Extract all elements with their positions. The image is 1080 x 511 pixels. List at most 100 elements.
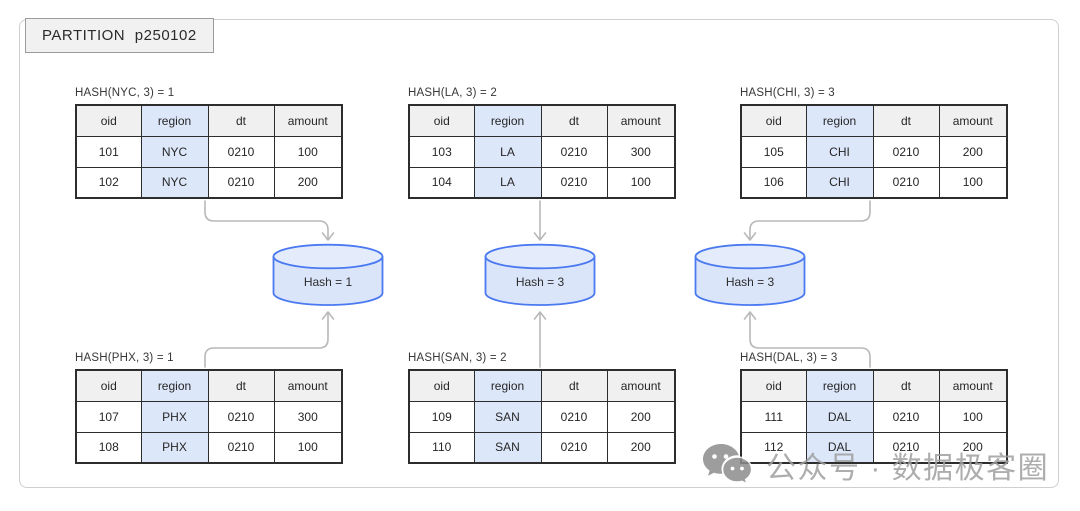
- table-cell-region: CHI: [805, 135, 874, 168]
- column-header-dt: dt: [207, 369, 275, 402]
- table-cell-dt: 0210: [540, 166, 608, 199]
- table-cell-region: NYC: [140, 166, 209, 199]
- table-cell-region: CHI: [805, 166, 874, 199]
- table-cell-dt: 0210: [540, 431, 608, 464]
- table-cell-amount: 100: [938, 166, 1008, 199]
- table-cell-oid: 111: [740, 400, 807, 433]
- table-cell-region: PHX: [140, 400, 209, 433]
- table-caption: HASH(NYC, 3) = 1: [75, 87, 175, 99]
- table-cell-region: NYC: [140, 135, 209, 168]
- table-cell-amount: 200: [273, 166, 343, 199]
- table-cell-oid: 104: [408, 166, 475, 199]
- bucket-label: Hash = 1: [303, 275, 353, 289]
- column-header-oid: oid: [740, 369, 807, 402]
- column-header-dt: dt: [540, 104, 608, 137]
- column-header-region: region: [805, 104, 874, 137]
- table-cell-amount: 200: [606, 400, 676, 433]
- column-header-amount: amount: [938, 104, 1008, 137]
- table-cell-amount: 200: [606, 431, 676, 464]
- table-cell-dt: 0210: [207, 166, 275, 199]
- table-cell-dt: 0210: [540, 400, 608, 433]
- column-header-amount: amount: [273, 369, 343, 402]
- table-cell-dt: 0210: [207, 135, 275, 168]
- wechat-icon: [703, 444, 753, 486]
- table-caption: HASH(PHX, 3) = 1: [75, 352, 174, 364]
- table-cell-region: PHX: [140, 431, 209, 464]
- table-cell-amount: 300: [273, 400, 343, 433]
- table-cell-region: SAN: [473, 400, 542, 433]
- table-cell-amount: 100: [273, 431, 343, 464]
- table-cell-region: DAL: [805, 431, 874, 464]
- watermark: 公众号 · 数据极客圈: [701, 442, 1049, 488]
- database-cylinder-icon: [272, 243, 384, 306]
- table-caption: HASH(DAL, 3) = 3: [740, 352, 838, 364]
- bucket-label: Hash = 3: [515, 275, 565, 289]
- column-header-amount: amount: [273, 104, 343, 137]
- table-cell-region: LA: [473, 135, 542, 168]
- table-cell-amount: 100: [273, 135, 343, 168]
- table-caption: HASH(LA, 3) = 2: [408, 87, 497, 99]
- database-cylinder-icon: [484, 243, 596, 306]
- column-header-oid: oid: [408, 104, 475, 137]
- table-cell-oid: 110: [408, 431, 475, 464]
- table-cell-region: SAN: [473, 431, 542, 464]
- column-header-region: region: [473, 369, 542, 402]
- column-header-amount: amount: [606, 104, 676, 137]
- column-header-region: region: [805, 369, 874, 402]
- table-cell-oid: 112: [740, 431, 807, 464]
- table-cell-dt: 0210: [540, 135, 608, 168]
- column-header-dt: dt: [207, 104, 275, 137]
- table-cell-oid: 103: [408, 135, 475, 168]
- table-cell-amount: 200: [938, 135, 1008, 168]
- table-cell-oid: 101: [75, 135, 142, 168]
- table-cell-amount: 100: [938, 400, 1008, 433]
- column-header-amount: amount: [606, 369, 676, 402]
- database-cylinder-icon: [694, 243, 806, 306]
- column-header-region: region: [473, 104, 542, 137]
- table-cell-amount: 100: [606, 166, 676, 199]
- column-header-oid: oid: [75, 369, 142, 402]
- watermark-text: 公众号 · 数据极客圈: [766, 452, 1050, 485]
- table-cell-region: DAL: [805, 400, 874, 433]
- table-cell-oid: 108: [75, 431, 142, 464]
- table-caption: HASH(CHI, 3) = 3: [740, 87, 835, 99]
- column-header-oid: oid: [75, 104, 142, 137]
- column-header-oid: oid: [740, 104, 807, 137]
- table-cell-region: LA: [473, 166, 542, 199]
- table-cell-dt: 0210: [207, 400, 275, 433]
- hash-bucket-3: Hash = 3: [694, 243, 806, 309]
- column-header-dt: dt: [872, 369, 940, 402]
- table-cell-dt: 0210: [872, 135, 940, 168]
- column-header-region: region: [140, 104, 209, 137]
- column-header-amount: amount: [938, 369, 1008, 402]
- table-cell-oid: 109: [408, 400, 475, 433]
- bucket-label: Hash = 3: [725, 275, 775, 289]
- table-cell-dt: 0210: [872, 166, 940, 199]
